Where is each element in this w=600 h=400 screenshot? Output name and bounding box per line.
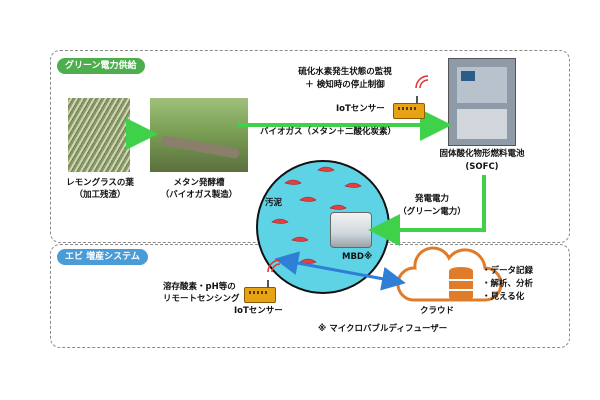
iot-sensor-device-top xyxy=(393,96,425,119)
sensing-label-line2: リモートセンシング xyxy=(163,294,240,304)
sofc-photo xyxy=(448,58,516,146)
cloud-label: クラウド xyxy=(420,306,455,316)
footnote: ※ マイクロバブルディフューザー xyxy=(318,324,448,334)
lemongrass-label-line2: （加工残渣） xyxy=(74,190,126,200)
methane-tank-photo xyxy=(150,98,248,172)
biogas-label: バイオガス（メタン＋二酸化炭素） xyxy=(260,127,397,137)
mbd-label: MBD※ xyxy=(342,252,373,262)
sensing-label-line1: 溶存酸素・pH等の xyxy=(163,282,236,292)
lemongrass-label-line1: レモングラスの葉 xyxy=(66,178,134,188)
bullet-visualization: ・見える化 xyxy=(482,292,525,302)
iot-sensor-label-bottom: IoTセンサー xyxy=(234,306,283,316)
methane-label-line1: メタン発酵槽 xyxy=(173,178,225,188)
sofc-label-line1: 固体酸化物形燃料電池 xyxy=(439,149,525,159)
sludge-label: 汚泥 xyxy=(265,198,283,208)
green-power-badge: グリーン電力供給 xyxy=(57,58,145,74)
bullet-analysis: ・解析、分析 xyxy=(482,279,534,289)
monitor-line1: 硫化水素発生状態の監視 xyxy=(298,67,392,77)
shrimp-system-badge: エビ 増産システム xyxy=(57,249,148,265)
bullet-data-record: ・データ記録 xyxy=(482,266,534,276)
iot-sensor-label-top: IoTセンサー xyxy=(336,104,385,114)
mbd-diffuser xyxy=(330,212,372,248)
lemongrass-photo xyxy=(68,98,130,172)
power-label-line1: 発電電力 xyxy=(414,194,449,204)
methane-label-line2: （バイオガス製造） xyxy=(160,190,238,200)
iot-sensor-device-bottom xyxy=(244,280,276,303)
sofc-label-line2: (SOFC) xyxy=(465,162,499,172)
power-label-line2: （グリーン電力） xyxy=(398,207,466,217)
monitor-line2: ＋ 検知時の停止制御 xyxy=(305,80,385,90)
